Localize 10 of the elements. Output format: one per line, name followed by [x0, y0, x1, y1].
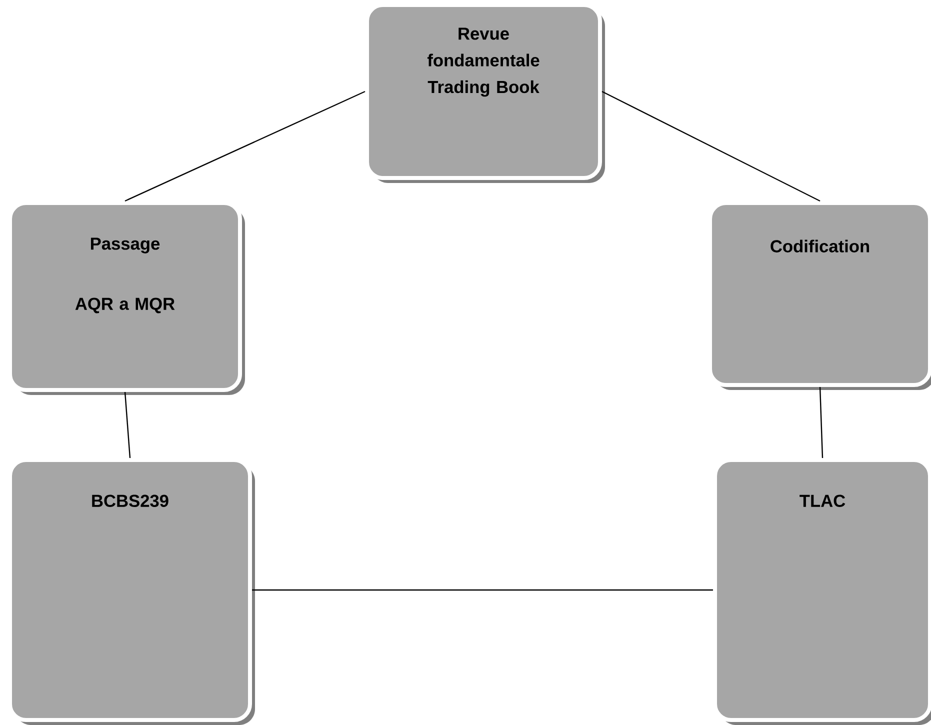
process-box: Passage AQR a MQR	[8, 201, 245, 395]
process-box: TLAC	[713, 458, 931, 725]
process-box: Revue fondamentale Trading Book	[365, 3, 605, 183]
connector-line	[252, 589, 713, 591]
process-box: BCBS239	[8, 458, 255, 725]
connector-line	[819, 386, 824, 458]
connector-line	[124, 90, 366, 202]
connector-line	[124, 392, 131, 458]
process-box: Codification	[708, 201, 931, 390]
connector-line	[602, 90, 820, 202]
